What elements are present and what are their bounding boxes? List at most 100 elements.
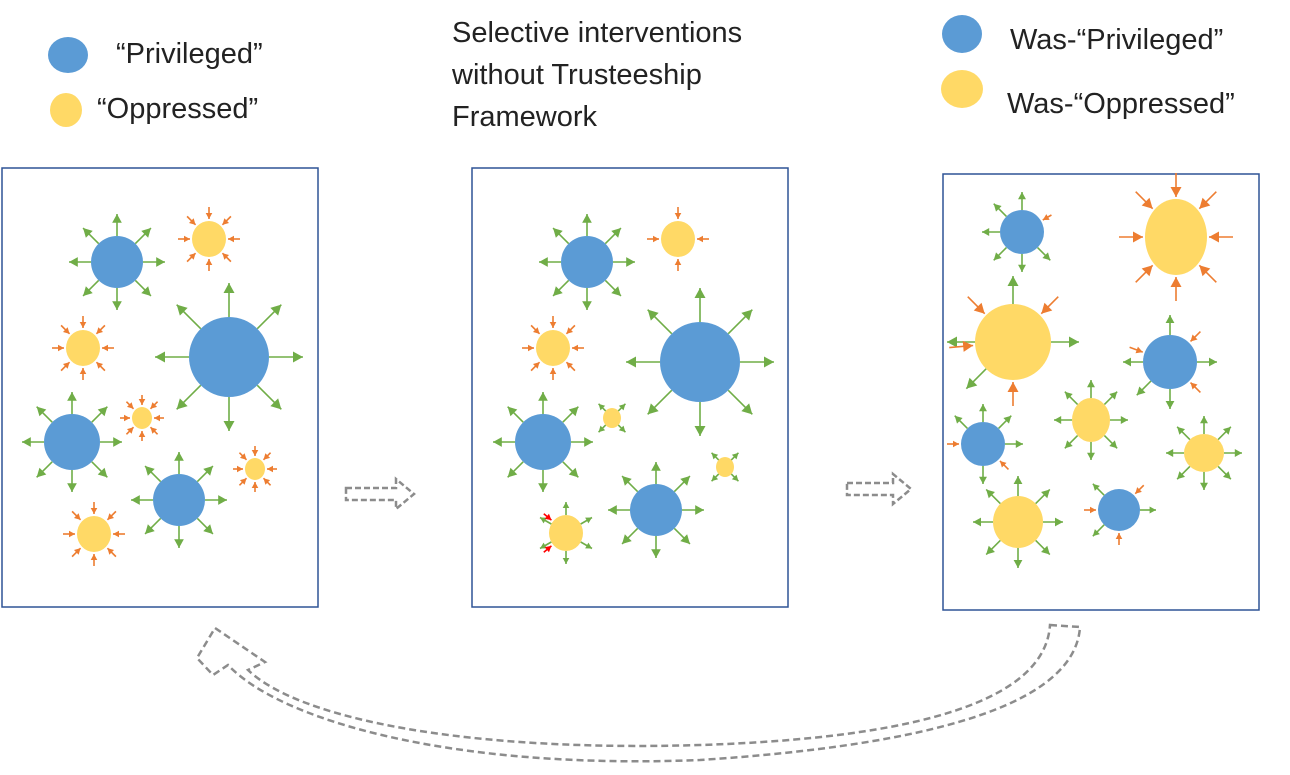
arrow — [1166, 449, 1184, 457]
arrow — [1217, 465, 1232, 480]
arrow — [233, 465, 243, 473]
oppressed-circle — [1072, 398, 1110, 442]
arrow — [262, 477, 272, 486]
arrow — [134, 227, 152, 245]
arrow — [36, 406, 53, 423]
arrow — [979, 466, 987, 484]
arrow — [149, 426, 159, 435]
arrow — [1129, 346, 1144, 354]
arrow — [1176, 465, 1191, 480]
arrow — [1051, 336, 1079, 348]
privileged-circle — [1000, 210, 1044, 254]
legend-oppressed-dot — [50, 93, 82, 127]
heading-line-3: Framework — [452, 101, 598, 133]
arrow — [1134, 484, 1145, 495]
arrow — [221, 215, 232, 226]
arrow — [174, 452, 184, 474]
arrow — [178, 235, 190, 243]
arrow — [647, 235, 659, 243]
arrow — [580, 541, 593, 550]
arrow — [549, 368, 557, 380]
arrow — [730, 452, 740, 461]
arrow — [651, 536, 661, 558]
arrow — [493, 437, 515, 447]
arrow — [100, 437, 122, 447]
arrow — [60, 361, 71, 372]
arrow — [82, 227, 100, 245]
arrow — [1092, 483, 1105, 496]
oppressed-circle — [661, 221, 695, 257]
arrow — [67, 392, 77, 414]
arrow — [22, 437, 44, 447]
oppressed-circle — [716, 457, 734, 477]
arrow — [1035, 488, 1051, 505]
legend-was-privileged-label: Was-“Privileged” — [1010, 24, 1224, 56]
arrow — [539, 541, 552, 550]
privileged-circle — [1098, 489, 1140, 531]
arrow — [538, 392, 548, 414]
arrow — [993, 246, 1008, 261]
arrow — [1119, 231, 1143, 243]
oppressed-circle — [993, 496, 1043, 548]
arrow — [1103, 434, 1118, 449]
arrow — [694, 288, 706, 322]
arrow — [651, 462, 661, 484]
arrow — [673, 475, 691, 493]
arrow — [1064, 391, 1079, 406]
arrow — [1189, 381, 1201, 393]
arrow — [694, 402, 706, 436]
arrow — [36, 461, 53, 478]
arrow — [63, 530, 75, 538]
arrow — [125, 401, 135, 410]
legend-was-oppressed-dot — [941, 70, 983, 108]
arrow — [982, 228, 1000, 236]
arrow — [143, 257, 165, 267]
arrow — [134, 279, 152, 297]
arrow — [1170, 173, 1182, 197]
arrow — [1013, 548, 1023, 568]
arrow — [1084, 506, 1096, 514]
arrow — [674, 259, 682, 271]
arrow — [1043, 517, 1063, 527]
arrow — [120, 414, 130, 422]
arrow — [1170, 277, 1182, 301]
arrow — [205, 207, 213, 219]
arrow — [106, 547, 117, 558]
arrow — [597, 403, 607, 412]
arrow — [90, 502, 98, 514]
arrow — [1087, 380, 1095, 398]
arrow — [1064, 434, 1079, 449]
arrow — [1092, 524, 1105, 537]
arrow — [1013, 476, 1023, 496]
arrow — [144, 465, 162, 483]
arrow — [582, 214, 592, 236]
arrow — [1176, 426, 1191, 441]
arrow — [1054, 416, 1072, 424]
oppressed-circle — [975, 304, 1051, 380]
arrow — [251, 482, 259, 492]
arrow — [621, 527, 639, 545]
arrow — [106, 510, 117, 521]
arrow — [979, 404, 987, 422]
arrow — [154, 414, 164, 422]
arrow — [965, 368, 987, 390]
arrow — [697, 235, 709, 243]
arrow — [997, 415, 1012, 430]
arrow — [604, 279, 622, 297]
arrow — [221, 252, 232, 263]
legend-oppressed-label: “Oppressed” — [97, 93, 259, 125]
arrow — [1123, 357, 1143, 367]
arrow — [539, 516, 552, 525]
arrow — [530, 324, 541, 335]
arrow — [613, 257, 635, 267]
arrow — [262, 452, 272, 461]
arrow — [1007, 382, 1019, 406]
arrow — [60, 324, 71, 335]
arrow — [617, 424, 627, 433]
arrow — [112, 214, 122, 236]
arrow — [621, 475, 639, 493]
arrow — [91, 461, 108, 478]
arrow — [530, 361, 541, 372]
arrow — [710, 452, 720, 461]
arrow — [205, 259, 213, 271]
